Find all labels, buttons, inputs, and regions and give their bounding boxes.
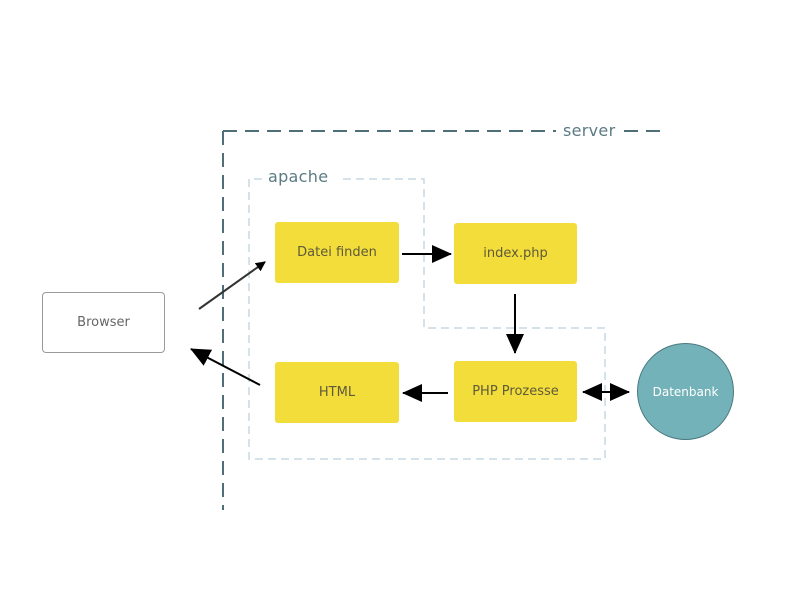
- html-node-label: HTML: [318, 385, 356, 400]
- php-prozesse-node-label: PHP Prozesse: [472, 384, 559, 399]
- browser-node-label: Browser: [77, 315, 130, 330]
- datei-finden-node-label: Datei finden: [297, 245, 377, 260]
- index-php-node: index.php: [454, 223, 577, 284]
- datenbank-node-label: Datenbank: [652, 384, 719, 399]
- html-node: HTML: [275, 362, 399, 423]
- arrow-html-to-browser: [190, 348, 261, 386]
- browser-node: Browser: [42, 292, 165, 353]
- apache-boundary: [248, 178, 606, 460]
- apache-label: apache: [268, 167, 329, 186]
- server-boundary: [222, 130, 660, 510]
- index-php-node-label: index.php: [483, 246, 548, 261]
- datenbank-node: Datenbank: [637, 343, 734, 440]
- arrow-browser-to-datei: [198, 261, 266, 310]
- server-label: server: [563, 121, 616, 140]
- datei-finden-node: Datei finden: [275, 222, 399, 283]
- php-prozesse-node: PHP Prozesse: [454, 361, 577, 422]
